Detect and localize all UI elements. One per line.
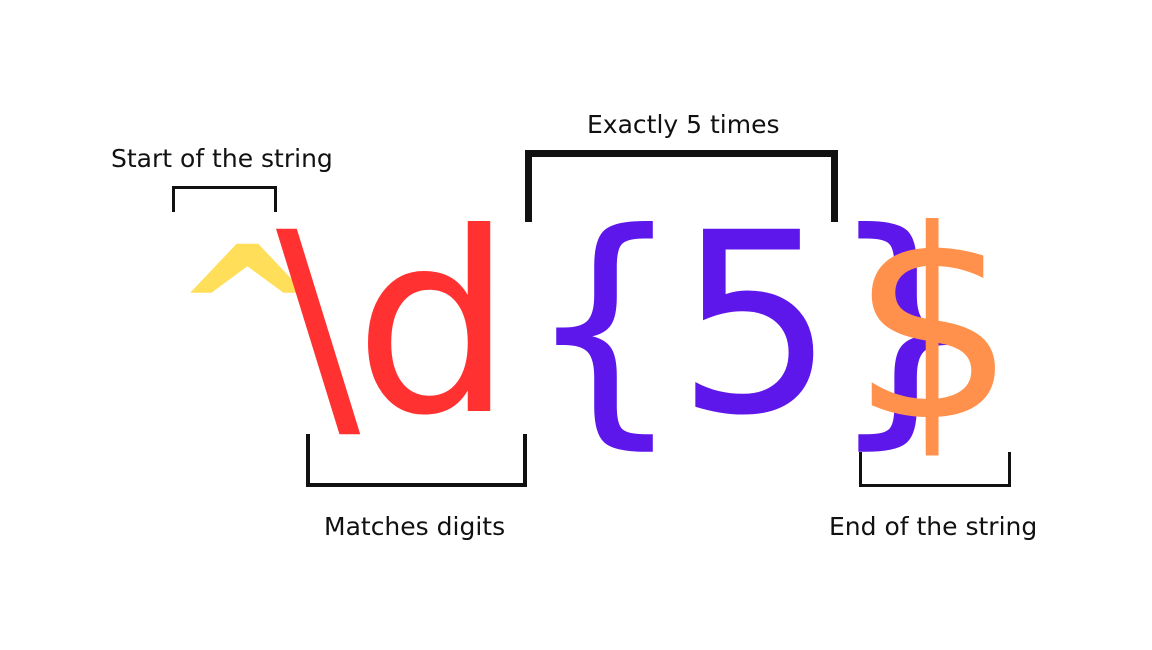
label-exactly-5-times: Exactly 5 times bbox=[587, 110, 780, 139]
regex-dollar-anchor: $ bbox=[850, 174, 1017, 479]
label-matches-digits: Matches digits bbox=[324, 512, 506, 541]
label-end-of-string: End of the string bbox=[829, 512, 1038, 541]
bracket-digit-class bbox=[306, 434, 527, 487]
bracket-start-of-string bbox=[172, 186, 277, 212]
bracket-quantifier bbox=[525, 150, 838, 222]
regex-caret-anchor: ^ bbox=[172, 209, 323, 418]
label-start-of-string: Start of the string bbox=[111, 144, 333, 173]
regex-quantifier: {5} bbox=[525, 179, 986, 470]
bracket-end-of-string bbox=[859, 452, 1011, 487]
regex-digit-class: \d bbox=[276, 179, 513, 470]
